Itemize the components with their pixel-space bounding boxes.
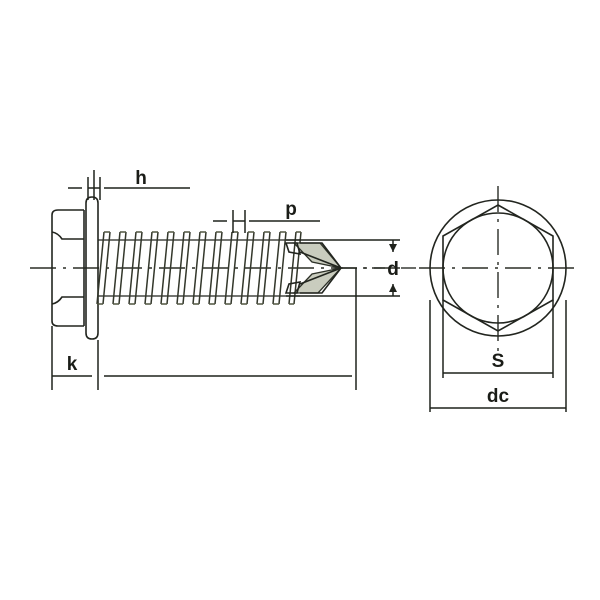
thread-turn [176, 231, 191, 305]
thread-turn [192, 231, 207, 305]
dimension-p: p [213, 199, 320, 233]
head-top-left-corner [51, 209, 84, 216]
head-bottom-left-corner [51, 320, 84, 327]
dim-p-label: p [285, 199, 297, 220]
thread-turn [96, 231, 111, 305]
drill-point-cutting-edge-bottom [299, 267, 342, 285]
head-chamfer-top [51, 231, 84, 240]
dimension-S: S [442, 300, 554, 378]
flange-washer-profile [85, 196, 99, 340]
end-elevation-view: S dc [419, 186, 577, 412]
thread-profile-group [96, 231, 302, 305]
thread-turn [256, 231, 271, 305]
drill-point-shoulder-bottom [284, 280, 302, 294]
hexagon-head-outline [442, 204, 554, 332]
dimension-d: d [286, 239, 416, 297]
dimension-dc: dc [429, 300, 567, 412]
flange-outline [85, 196, 99, 340]
dim-d-arrow-bottom [389, 284, 397, 292]
side-elevation-view: h p [30, 168, 416, 390]
thread-turn [128, 231, 143, 305]
dim-d-arrow-top [389, 244, 397, 252]
dim-S-label: S [492, 351, 505, 372]
thread-turn [160, 231, 175, 305]
dimension-k: k [51, 326, 99, 390]
dim-h-label: h [135, 168, 147, 189]
dim-dc-label: dc [487, 386, 510, 407]
dimension-overall-length [104, 268, 357, 390]
thread-turn [240, 231, 255, 305]
hex-head-profile [51, 209, 85, 327]
thread-turn [224, 231, 239, 305]
drill-point [284, 242, 343, 294]
dim-d-label: d [387, 259, 399, 280]
drill-point-cutting-edge-top [299, 251, 342, 269]
head-chamfer-bottom [51, 296, 84, 305]
drill-point-shoulder-top [284, 242, 302, 256]
thread-turn [112, 231, 127, 305]
dim-k-label: k [67, 354, 78, 375]
flange-outer-circle [429, 199, 567, 337]
thread-turn [144, 231, 159, 305]
thread-turn [272, 231, 287, 305]
thread-turn [208, 231, 223, 305]
drill-point-upper-flute [292, 242, 343, 270]
drill-point-lower-flute [292, 266, 343, 294]
dimension-h: h [68, 168, 190, 200]
